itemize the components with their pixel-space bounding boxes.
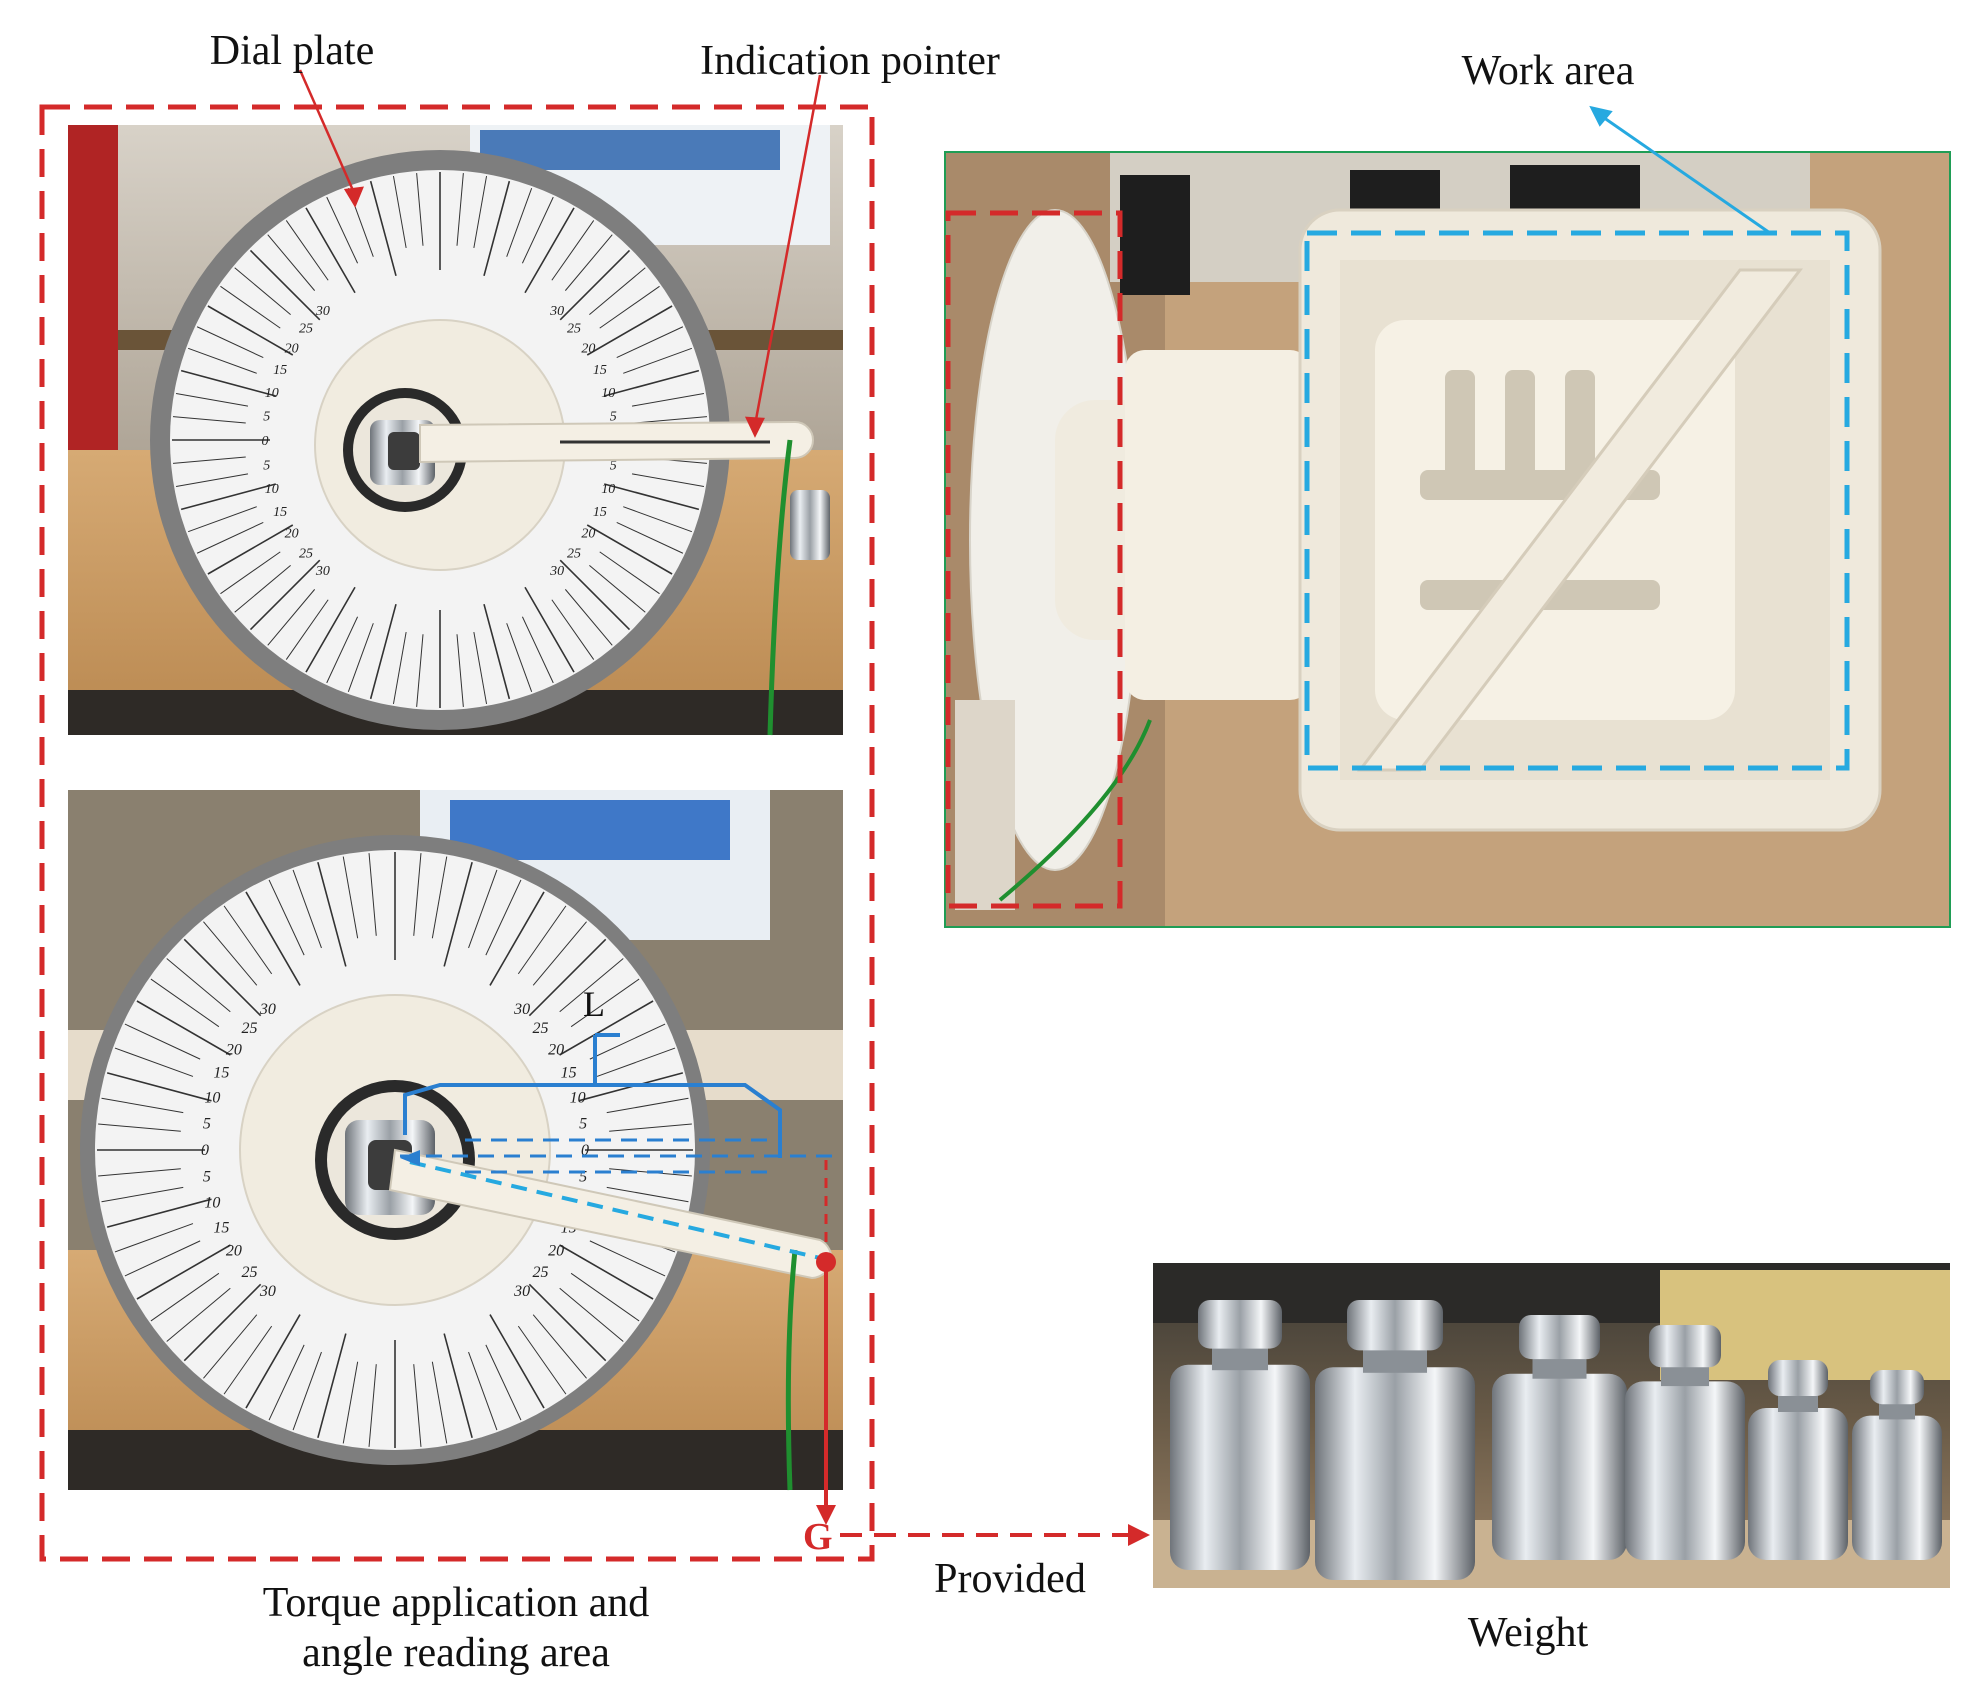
dial-numeral: 30 [513,1283,530,1300]
provided-label: Provided [934,1556,1086,1602]
label-arrows-left [298,69,822,438]
dial-numeral: 0 [262,434,269,449]
dial-numeral: 20 [548,1243,564,1260]
provided-arrow [840,1524,1150,1546]
dial-numeral: 30 [315,304,330,319]
indication-pointer-label: Indication pointer [700,38,1000,84]
dial-numeral: 20 [581,527,595,542]
dial-numeral: 30 [315,564,330,579]
dial-numeral: 15 [561,1065,577,1082]
dial-numeral: 10 [265,482,279,497]
dial-numeral: 10 [265,386,279,401]
dial-numeral: 20 [548,1041,564,1058]
steel-weight [1492,1315,1627,1560]
steel-weight [1315,1300,1475,1580]
dial-numeral: 5 [579,1116,587,1133]
work-area-photo-border [944,151,1951,928]
work-area-frame [1304,230,1850,771]
dial-plate-label: Dial plate [209,28,375,74]
steel-weight [1625,1325,1745,1560]
torque-area-caption-line1: Torque application and [262,1580,650,1626]
dial-numeral: 5 [263,410,270,425]
dial-region-frame [945,210,1123,909]
lever-length-label: L [583,984,605,1024]
dial-numeral: 15 [593,363,607,378]
dial-numeral: 30 [549,564,564,579]
torque-area-frame [39,104,875,1562]
dial-numeral: 5 [579,1168,587,1185]
work-area-arrow [1589,105,1771,235]
dial-numeral: 25 [533,1264,549,1281]
dial-numeral: 10 [570,1090,586,1107]
dial-numeral: 15 [213,1065,229,1082]
dial-numeral: 25 [241,1264,257,1281]
dial-numeral: 25 [299,322,313,337]
dial-photo-top: 0551010151520202525303005510101515202025… [68,125,843,736]
torque-area-caption-line2: angle reading area [302,1630,610,1676]
work-area-photo [945,152,1950,927]
dial-numeral: 10 [601,386,615,401]
dial-numeral: 20 [581,341,595,356]
dial-numeral: 5 [203,1116,211,1133]
dial-numeral: 15 [273,505,287,520]
dial-numeral: 20 [226,1041,242,1058]
weight-label: Weight [1467,1610,1589,1656]
dial-numeral: 20 [285,341,299,356]
dial-numeral: 0 [201,1142,209,1159]
dial-numeral: 30 [513,1001,530,1018]
dial-numeral: 15 [273,363,287,378]
dial-ticks-top: 0551010151520202525303005510101515202025… [172,172,708,708]
work-area-label: Work area [1461,48,1635,94]
dial-numeral: 30 [259,1001,276,1018]
gravity-label: G [803,1516,833,1558]
dial-numeral: 25 [567,546,581,561]
dial-numeral: 10 [204,1090,220,1107]
dial-numeral: 10 [204,1194,220,1211]
dial-numeral: 25 [299,546,313,561]
dial-numeral: 10 [601,482,615,497]
lever-length-annotation [400,1033,840,1260]
weights-set [1170,1300,1942,1580]
dial-ticks-bottom: 0551010151520202525303005510101515202025… [97,852,693,1448]
dial-numeral: 20 [285,527,299,542]
dial-numeral: 30 [259,1283,276,1300]
gravity-force-annotation [816,1160,836,1525]
dial-numeral: 15 [213,1219,229,1236]
dial-numeral: 5 [203,1168,211,1185]
dial-numeral: 15 [593,505,607,520]
dial-numeral: 0 [581,1142,589,1159]
dial-numeral: 25 [241,1020,257,1037]
dial-numeral: 30 [549,304,564,319]
dial-numeral: 20 [226,1243,242,1260]
dial-photo-bottom: 0551010151520202525303005510101515202025… [68,790,843,1491]
steel-weight [1170,1300,1310,1570]
dial-numeral: 5 [610,410,617,425]
dial-numeral: 5 [610,458,617,473]
dial-numeral: 5 [263,458,270,473]
steel-weight [1852,1370,1942,1560]
dial-numeral: 25 [567,322,581,337]
dial-numeral: 25 [533,1020,549,1037]
steel-weight [1748,1360,1848,1560]
